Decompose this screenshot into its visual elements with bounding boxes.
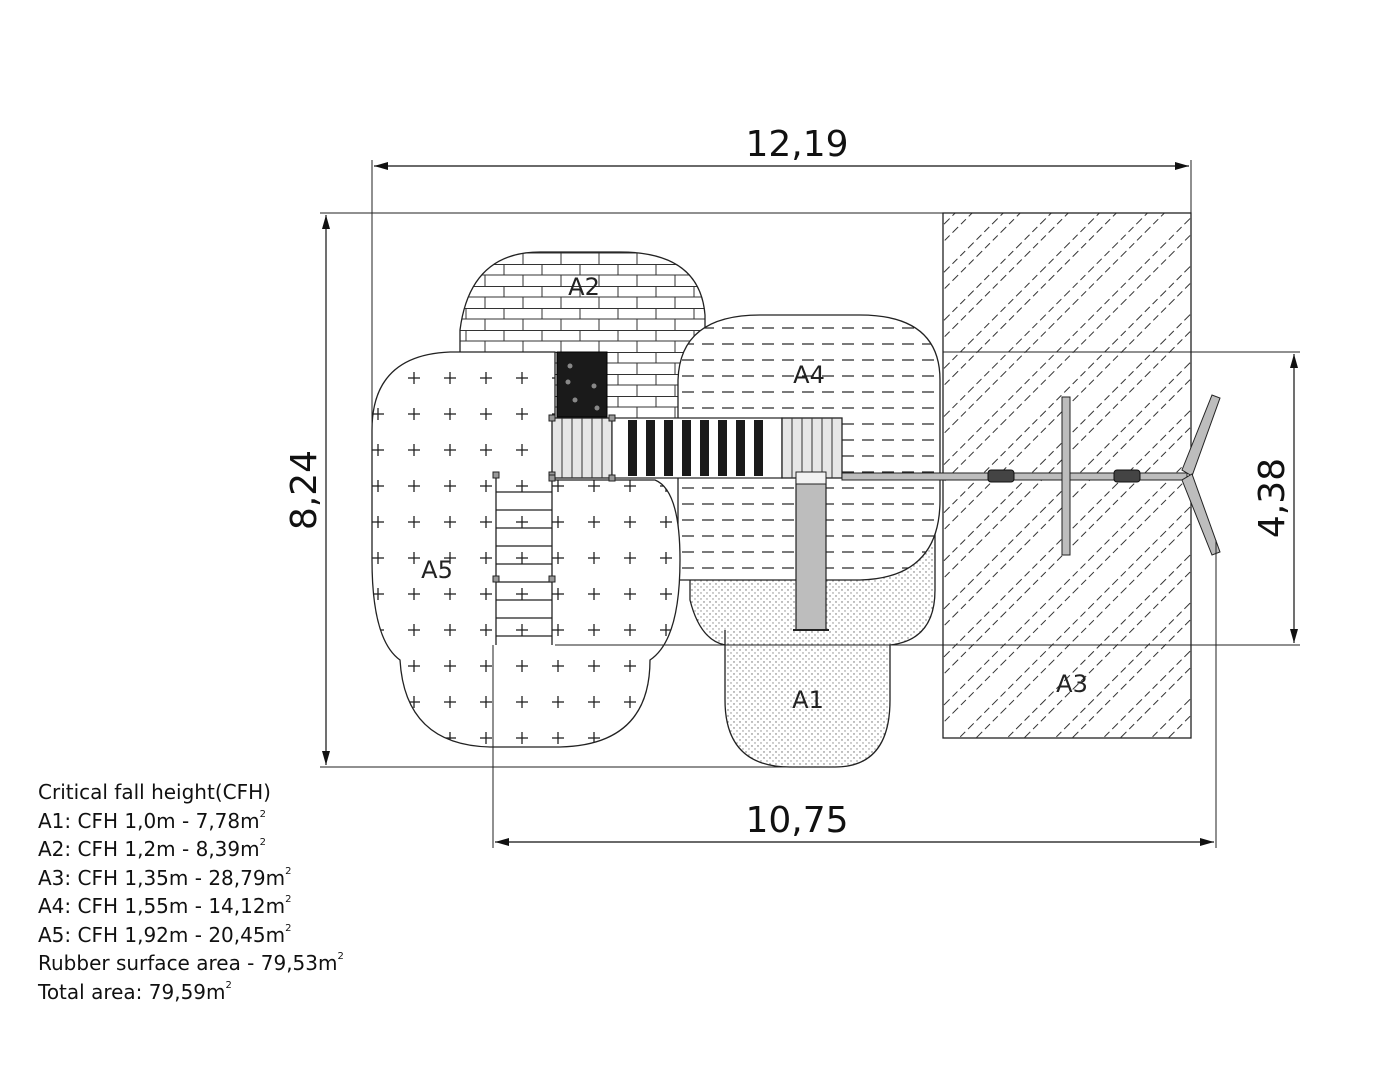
posts: [492, 414, 616, 583]
ladder-rungs: [496, 491, 552, 637]
legend-line-a4: A4: CFH 1,55m - 14,12m2: [38, 894, 292, 918]
zone-a4-label: A4: [793, 361, 825, 389]
legend-line-a1: A1: CFH 1,0m - 7,78m2: [38, 808, 266, 833]
bridge-frame: [611, 417, 783, 479]
zone-a5-label: A5: [421, 556, 453, 584]
ladder: [495, 475, 553, 645]
legend-line-rubber: Rubber surface area - 79,53m2: [38, 951, 344, 975]
zone-a3-label: A3: [1056, 670, 1088, 698]
swing-seat-2: [1113, 469, 1141, 483]
legend-title: Critical fall height(CFH): [38, 780, 271, 804]
dimension-depth-label: 8,24: [284, 450, 325, 530]
right-deck-boards: [791, 418, 833, 478]
legend-line-a2: A2: CFH 1,2m - 8,39m2: [38, 837, 266, 861]
dimension-width-label: 12,19: [745, 124, 848, 165]
bridge-planks: [628, 420, 763, 476]
slide-chute: [795, 479, 827, 631]
dimension-rubber-label: 10,75: [745, 800, 848, 841]
swing-a-frame: [1181, 394, 1221, 556]
legend: Critical fall height(CFH) A1: CFH 1,0m -…: [38, 778, 344, 1006]
swing-middle-post: [1061, 396, 1071, 556]
climbing-holds: [565, 363, 600, 411]
zone-a5-area: [371, 351, 681, 748]
climbing-wall-panel: [556, 351, 608, 418]
zone-a2-label: A2: [568, 273, 600, 301]
legend-line-a5: A5: CFH 1,92m - 20,45m2: [38, 922, 292, 947]
dimension-structure-label: 4,38: [1252, 458, 1293, 538]
left-deck-boards: [561, 418, 603, 478]
slide-start: [795, 471, 827, 485]
legend-line-total: Total area: 79,59m2: [38, 979, 232, 1004]
legend-line-a3: A3: CFH 1,35m - 28,79m2: [38, 865, 292, 890]
zone-a1-label: A1: [792, 686, 824, 714]
swing-seat-1: [987, 469, 1015, 483]
